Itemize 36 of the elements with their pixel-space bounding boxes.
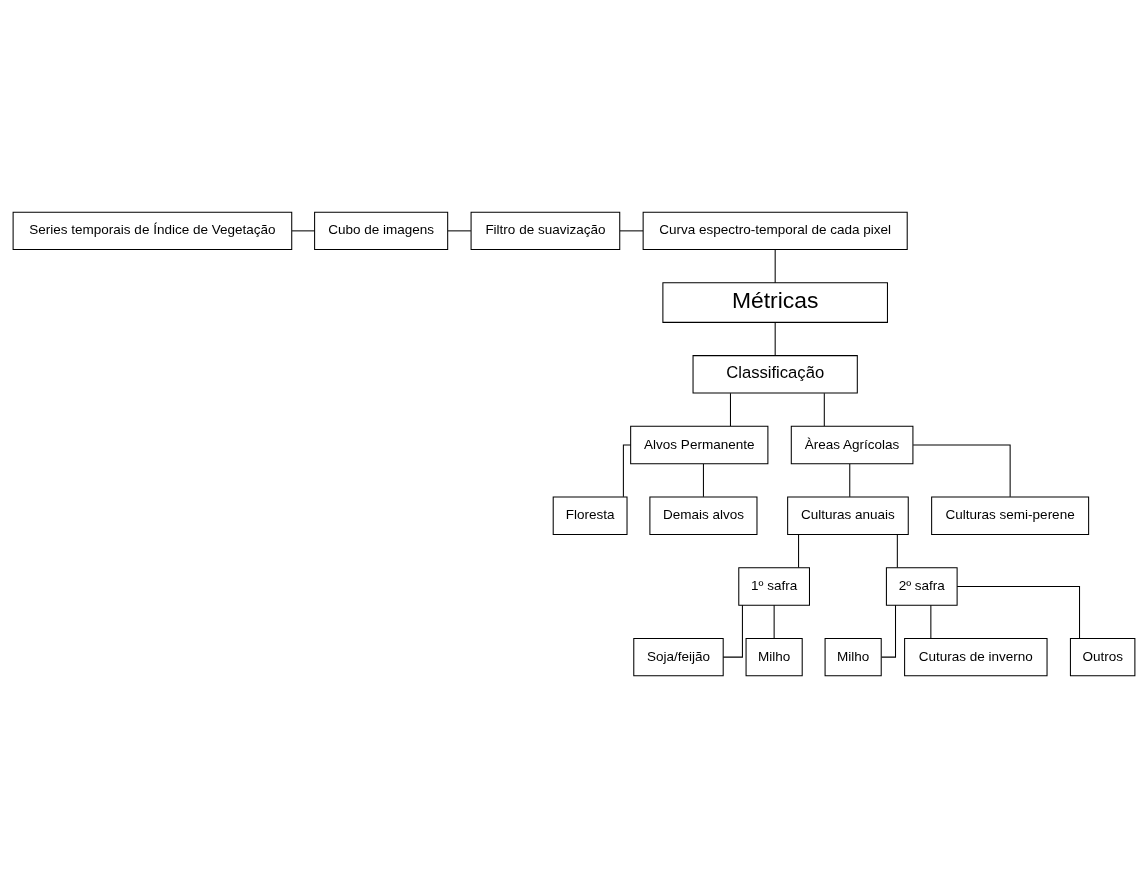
node-box: Milho — [824, 637, 882, 677]
node-box: Demais alvos — [649, 496, 758, 535]
node-box: Outros — [1069, 637, 1136, 677]
connector — [619, 230, 644, 232]
node-box: Àreas Agrícolas — [790, 425, 914, 465]
connector — [774, 322, 776, 356]
node-box: Classificação — [692, 355, 858, 394]
node-box: Floresta — [552, 496, 628, 535]
node-box: Cuturas de inverno — [904, 637, 1048, 677]
node-box: Métricas — [662, 282, 888, 323]
node-box: Alvos Permanente — [630, 425, 769, 465]
connector — [291, 230, 316, 232]
connector — [774, 249, 776, 284]
connector — [798, 534, 800, 568]
connector — [622, 444, 632, 498]
node-box: Milho — [745, 637, 803, 677]
connector — [912, 444, 1011, 498]
node-box: Soja/feijão — [633, 637, 724, 677]
node-box: Filtro de suavização — [470, 211, 621, 251]
connector — [447, 230, 472, 232]
connector — [702, 463, 704, 498]
connector — [956, 585, 1081, 639]
connector — [773, 604, 775, 639]
node-box: Culturas anuais — [787, 496, 909, 535]
node-box: Series temporais de Índice de Vegetação — [12, 211, 293, 251]
connector — [823, 392, 825, 427]
node-box: Cubo de imagens — [314, 211, 449, 251]
node-box: Curva espectro-temporal de cada pixel — [642, 211, 908, 251]
node-box: 2º safra — [885, 567, 958, 606]
connector — [896, 534, 898, 568]
node-box: Culturas semi-perene — [931, 496, 1090, 535]
connector — [849, 463, 851, 498]
node-box: 1º safra — [738, 567, 810, 606]
connector — [722, 604, 743, 658]
connector — [930, 604, 932, 639]
connector — [729, 392, 731, 427]
